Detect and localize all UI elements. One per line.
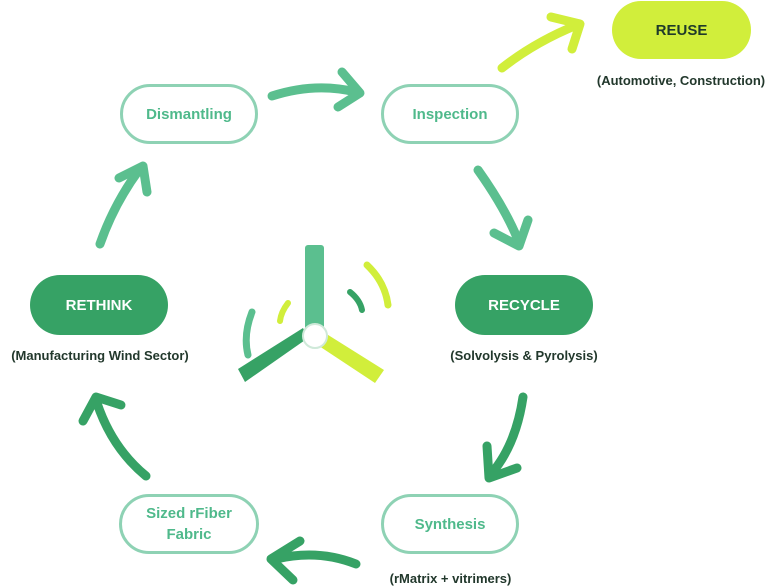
- inspection-node: Inspection: [381, 84, 519, 144]
- recycle-label: RECYCLE: [488, 296, 560, 314]
- arrow-fabric-to-rethink: [78, 392, 151, 481]
- reuse-subtitle: (Automotive, Construction): [596, 73, 766, 88]
- wind-wave-left-inner: [277, 300, 291, 324]
- inspection-label: Inspection: [412, 105, 488, 123]
- sized-rfiber-fabric-label-line2: Fabric: [166, 526, 212, 543]
- synthesis-label: Synthesis: [414, 515, 486, 533]
- dismantling-label: Dismantling: [146, 105, 232, 123]
- wind-wave-left-outer: [242, 308, 256, 359]
- sized-rfiber-fabric-label-line1: Sized rFiber: [146, 505, 232, 522]
- turbine-hub: [302, 323, 328, 349]
- wind-turbine-icon: [238, 245, 392, 383]
- synthesis-node: Synthesis: [381, 494, 519, 554]
- wind-wave-right-inner: [347, 289, 365, 313]
- turbine-blade-up: [305, 245, 324, 331]
- arrow-inspection-to-reuse: [497, 12, 585, 73]
- dismantling-node: Dismantling: [120, 84, 258, 144]
- turbine-blade-left: [238, 328, 308, 382]
- rethink-node: RETHINK: [30, 275, 168, 335]
- recycle-node: RECYCLE: [455, 275, 593, 335]
- arrow-rethink-to-dismantling: [95, 161, 152, 249]
- rethink-subtitle: (Manufacturing Wind Sector): [11, 348, 189, 363]
- reuse-node: REUSE: [612, 1, 751, 59]
- arrow-synthesis-to-fabric: [266, 536, 361, 585]
- synthesis-subtitle: (rMatrix + vitrimers): [389, 571, 512, 586]
- reuse-label: REUSE: [655, 21, 708, 39]
- turbine-blade-right: [313, 328, 384, 383]
- recycle-subtitle: (Solvolysis & Pyrolysis): [450, 348, 598, 363]
- arrow-inspection-to-recycle: [473, 165, 533, 251]
- sized-rfiber-fabric-node: Sized rFiber Fabric: [119, 494, 259, 554]
- wind-wave-right-outer: [363, 261, 392, 309]
- arrow-recycle-to-synthesis: [482, 392, 528, 483]
- arrow-dismantling-to-inspection: [267, 67, 365, 112]
- rethink-label: RETHINK: [65, 296, 133, 314]
